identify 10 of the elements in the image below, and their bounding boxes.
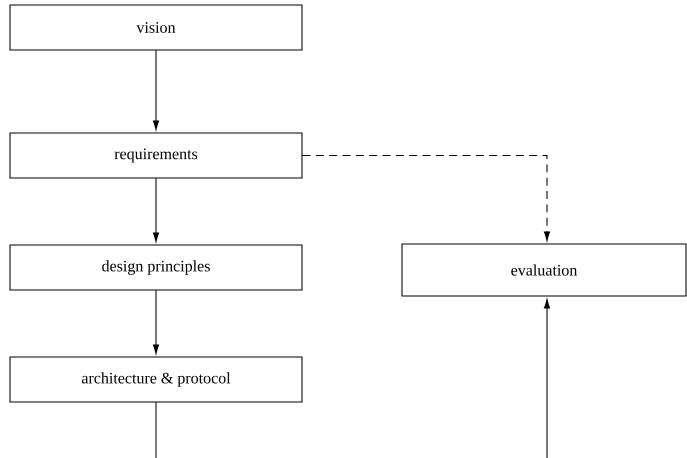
process-box: evaluation bbox=[401, 243, 687, 297]
process-box: architecture & protocol bbox=[9, 356, 303, 403]
arrow bbox=[152, 290, 160, 354]
arrow bbox=[302, 154, 550, 242]
arrow bbox=[152, 50, 160, 130]
process-box: vision bbox=[9, 4, 303, 51]
process-box: requirements bbox=[9, 132, 303, 179]
arrow bbox=[152, 178, 160, 242]
process-box: design principles bbox=[9, 244, 303, 291]
arrow bbox=[544, 298, 550, 458]
